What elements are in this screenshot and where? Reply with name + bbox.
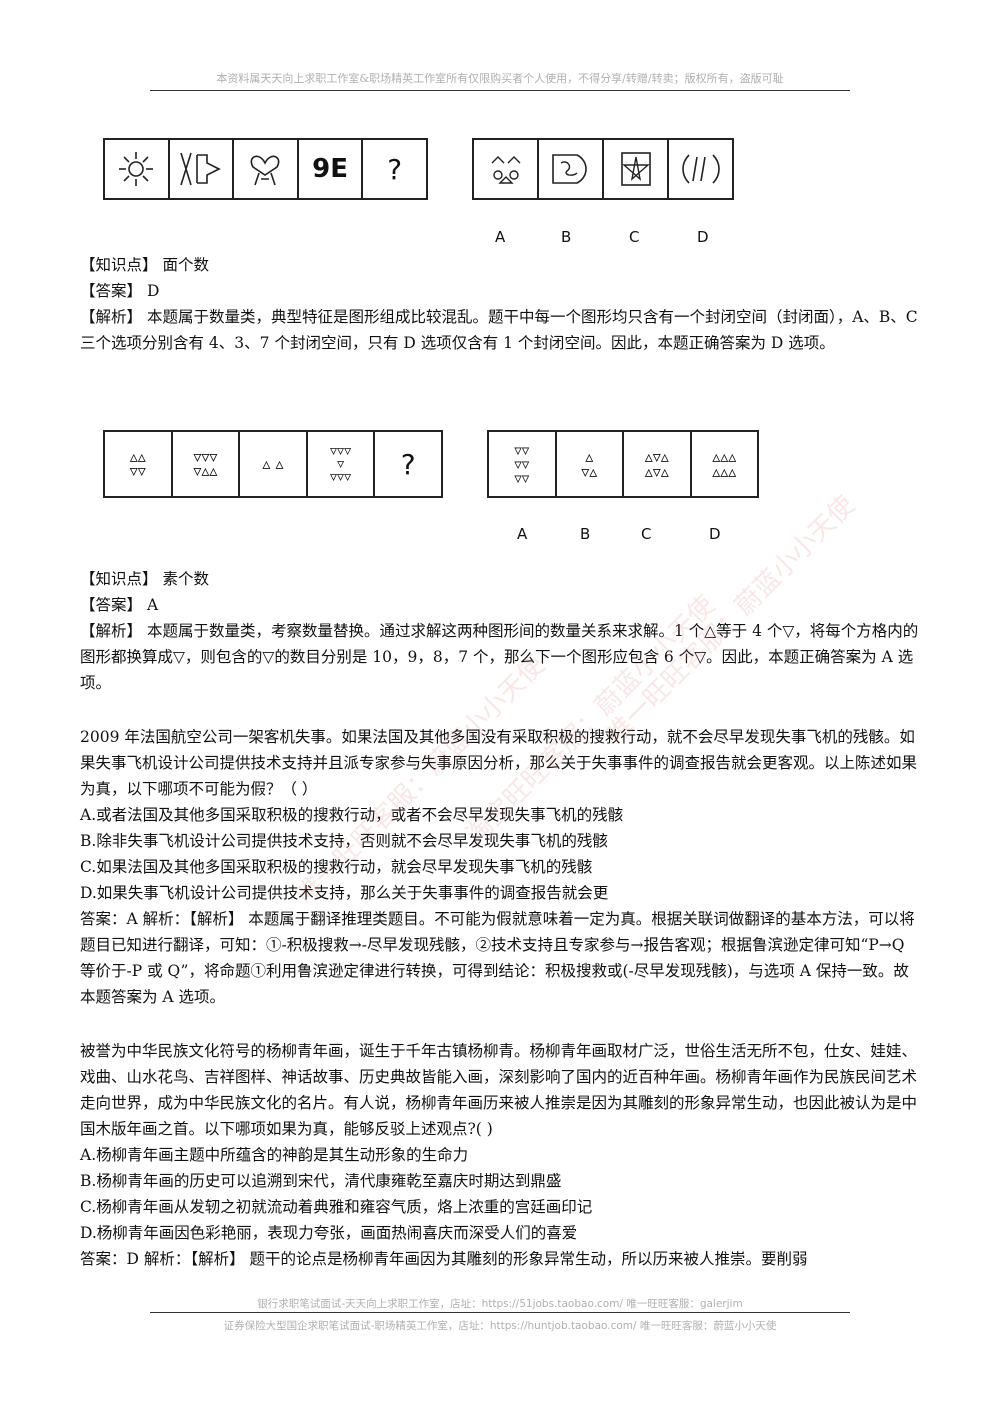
q2-answer: 【答案】 A [80,596,159,614]
header-divider [150,90,850,91]
q2-stem-cell-5: ? [375,432,441,496]
q4-option-d: D.杨柳青年画因色彩艳丽，表现力夸张，画面热闹喜庆而深受人们的喜爱 [80,1224,578,1242]
q1-analysis: 【解析】 本题属于数量类，典型特征是图形组成比较混乱。题干中每一个图形均只含有一… [80,308,918,352]
q2-option-letter-b: B [580,525,591,543]
q2-explanation-block: 【知识点】 素个数 【答案】 A 【解析】 本题属于数量类，考察数量替换。通过求… [80,566,920,696]
q1-question-mark: ? [387,152,403,186]
q3-option-a: A.或者法国及其他多国采取积极的搜救行动，或者不会尽早发现失事飞机的残骸 [80,806,624,824]
q2-stem-cell-4: ▿▿▿ ▿ ▿▿▿ [308,432,376,496]
q1-option-c-cell [604,140,669,198]
q4-stem: 被誉为中华民族文化符号的杨柳青年画，诞生于千年古镇杨柳青。杨柳青年画取材广泛，世… [80,1042,918,1138]
q2-option-d-cell: ▵▵▵ ▵▵▵ [712,447,737,481]
q1-stem-cell-1 [105,140,170,198]
q2-option-letter-d: D [709,525,721,543]
q2-option-a-cell: ▿▿ ▿▿ ▿▿ [489,432,557,496]
q1-answer: 【答案】 D [80,282,160,300]
q2-knowledge-point: 【知识点】 素个数 [80,570,209,588]
q1-option-b-cell [539,140,604,198]
q1-stem-cell-5: ? [363,140,426,198]
q1-option-a-cell [474,140,539,198]
q2-option-b-cell: ▵ ▿▵ [557,432,624,496]
q2-stem-cell-3: ▵ ▵ [240,432,308,496]
header-copyright-note: 本资料属天天向上求职工作室&职场精英工作室所有仅限购买者个人使用，不得分享/转赠… [216,72,784,85]
q4-option-b: B.杨柳青年画的历史可以追溯到宋代，清代康雍乾至嘉庆时期达到鼎盛 [80,1172,562,1190]
footer-line-2: 证券保险大型国企求职笔试面试-职场精英工作室，店址：https://huntjo… [223,1320,777,1332]
arrow-shape-icon [180,152,221,186]
q1-option-d-cell [669,140,732,198]
bird-cluster-icon [491,156,520,184]
sun-icon [119,152,154,186]
shield-drawing-icon [551,154,587,184]
q1-options-figure [472,138,734,200]
q4-answer: 答案：D 解析：【解析】 题干的论点是杨柳青年画因为其雕刻的形象异常生动，所以历… [80,1250,808,1268]
q2-analysis: 【解析】 本题属于数量类，考察数量替换。通过求解这两种图形间的数量关系来求解。1… [80,622,919,692]
q2-option-c-cell: ▵▿▵ ▵▿▵ [624,432,692,496]
q1-option-letter-b: B [561,228,572,246]
q1-option-letter-a: A [495,228,506,246]
q1-option-letter-c: C [629,228,640,246]
q1-option-letter-d: D [697,228,709,246]
q2-option-letter-a: A [517,525,528,543]
q3-answer: 答案：A 解析：【解析】 本题属于翻译推理类题目。不可能为假就意味着一定为真。根… [80,910,915,1006]
heart-ribbon-icon [251,155,280,186]
footer-divider [150,1312,850,1313]
q2-stem-cell-1: ▵▵ ▿▿ [105,432,173,496]
q1-knowledge-point: 【知识点】 面个数 [80,256,209,274]
q3-option-d: D.如果失事飞机设计公司提供技术支持，那么关于失事事件的调查报告就会更 [80,884,609,902]
q2-stem-cell-2: ▿▿▿ ▿▵▵ [173,432,241,496]
q2-stem-figure: ▵▵ ▿▿ ▿▿▿ ▿▵▵ ▵ ▵ ▿▿▿ ▿ ▿▿▿ ? [103,430,443,498]
q1-stem-cell-3 [234,140,299,198]
q1-stem-figure: 9E ? [103,138,428,200]
q3-block: 2009 年法国航空公司一架客机失事。如果法国及其他多国没有采取积极的搜救行动，… [80,724,920,1010]
q3-stem: 2009 年法国航空公司一架客机失事。如果法国及其他多国没有采取积极的搜救行动，… [80,728,918,798]
q1-explanation-block: 【知识点】 面个数 【答案】 D 【解析】 本题属于数量类，典型特征是图形组成比… [80,252,920,356]
q2-question-mark: ? [400,447,416,481]
q4-option-c: C.杨柳青年画从发轫之初就流动着典雅和雍容气质，烙上浓重的宫廷画印记 [80,1198,593,1216]
q1-stem-cell-4: 9E [299,140,364,198]
footer-line-1: 银行求职笔试面试-天天向上求职工作室，店址：https://51jobs.tao… [257,1298,743,1310]
q4-option-a: A.杨柳青年画主题中所蕴含的神韵是其生动形象的生命力 [80,1146,469,1164]
q4-block: 被誉为中华民族文化符号的杨柳青年画，诞生于千年古镇杨柳青。杨柳青年画取材广泛，世… [80,1038,920,1272]
q3-option-c: C.如果法国及其他多国采取积极的搜救行动，就会尽早发现失事飞机的残骸 [80,858,593,876]
q2-options-figure: ▿▿ ▿▿ ▿▿ ▵ ▿▵ ▵▿▵ ▵▿▵ ▵▵▵ ▵▵▵ [487,430,759,498]
q1-stem-cell-2 [170,140,235,198]
q1-stem-text-9e: 9E [312,154,348,184]
parenthesis-lines-icon [681,154,720,184]
q2-option-letter-c: C [641,525,652,543]
star-box-icon [620,152,651,186]
q3-option-b: B.除非失事飞机设计公司提供技术支持，否则就不会尽早发现失事飞机的残骸 [80,832,608,850]
